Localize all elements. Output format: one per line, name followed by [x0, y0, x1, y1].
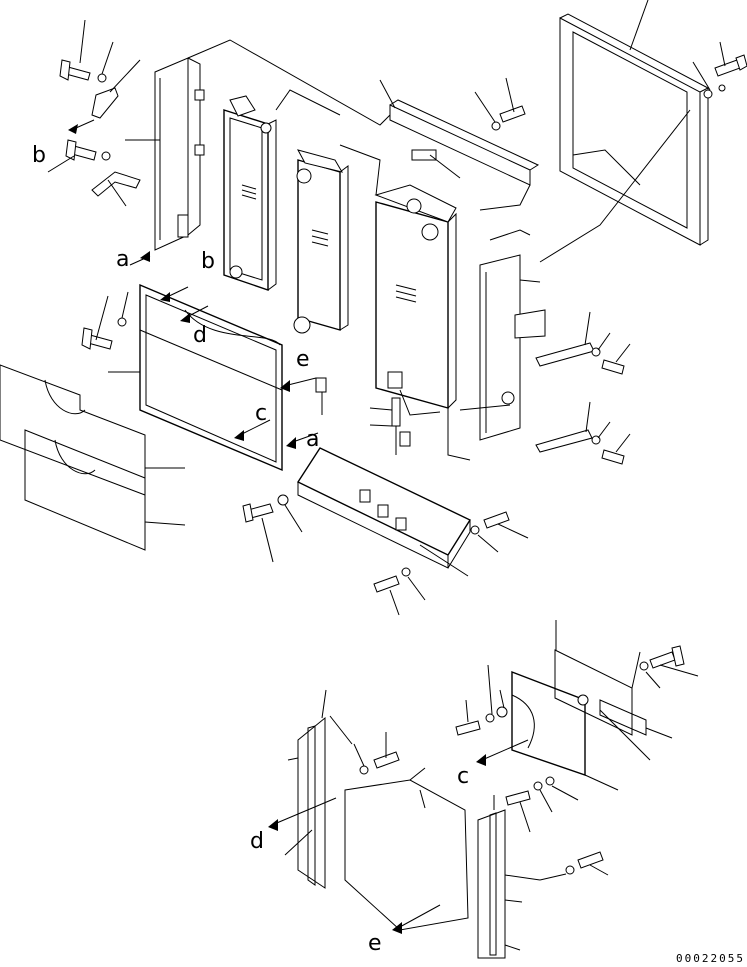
shroud-bolt: [692, 41, 747, 99]
left-hardware: [47, 19, 151, 266]
drain-fittings: [315, 377, 411, 455]
top-mounting-bar: [379, 79, 540, 186]
left-side-bracket: [125, 57, 205, 251]
callout-b-upper: b: [32, 143, 46, 168]
detail-e-seal: [477, 795, 541, 959]
detail-e-arrow: [392, 904, 441, 934]
shroud-lower-panel: [108, 283, 283, 472]
detail-d-seal-left: [287, 689, 353, 889]
callout-b-lower: b: [201, 249, 215, 274]
callout-a-lower: a: [306, 427, 319, 452]
radiator-core-1: [223, 95, 277, 291]
oil-cooler-core: [293, 149, 349, 334]
detail-c-arrow: [476, 739, 529, 766]
detail-e-bolt: [539, 851, 609, 881]
panel-bolt: [81, 291, 129, 350]
fan-shroud-frame: [559, 0, 710, 246]
callout-d-upper: d: [193, 323, 207, 348]
detail-d-arrow: [268, 797, 337, 856]
detail-d-seal-plate: [344, 767, 469, 931]
right-side-bracket: [479, 254, 595, 453]
callout-d-detail: d: [250, 829, 264, 854]
assembly-reference-lines: [187, 39, 691, 461]
detail-c-bolts: [455, 645, 699, 833]
seal-plate-lower: [24, 429, 186, 551]
callout-arrows-top: [160, 286, 319, 449]
drawing-part-number: 00022055: [676, 952, 745, 965]
callout-e-upper: e: [296, 347, 310, 372]
detail-c-plate: [511, 620, 673, 791]
detail-d-bolt: [353, 732, 400, 775]
right-bracket-bolts: [591, 332, 631, 465]
callout-c-upper: c: [255, 401, 267, 426]
callout-a-upper: a: [116, 247, 129, 272]
seal-plate-upper: [0, 364, 185, 496]
callout-c-detail: c: [457, 764, 469, 789]
bottom-tray: [296, 447, 472, 577]
bar-bolt: [474, 77, 526, 131]
lower-bolts: [242, 494, 529, 616]
callout-e-detail: e: [368, 931, 382, 956]
radiator-core-main: [374, 184, 457, 416]
